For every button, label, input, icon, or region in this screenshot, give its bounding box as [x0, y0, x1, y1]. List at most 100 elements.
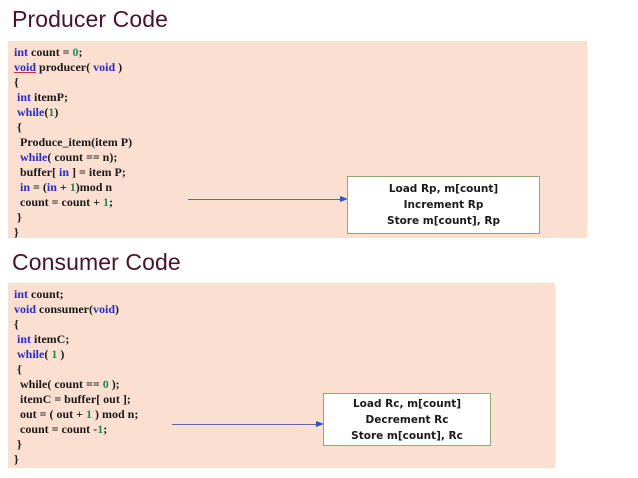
code-token: while [20, 150, 48, 164]
code-token: consumer( [36, 302, 94, 316]
code-token: 1 [86, 407, 93, 421]
code-line: while( count == n); [14, 150, 132, 165]
code-token: void [93, 302, 116, 316]
code-token: count; [28, 287, 64, 301]
code-token: while [17, 347, 45, 361]
code-line: { [14, 75, 132, 90]
consumer-assembly-box: Load Rc, m[count] Decrement Rc Store m[cou… [323, 393, 491, 446]
code-token: ( [44, 105, 49, 119]
code-token: int [17, 332, 32, 346]
consumer-arrow-line [172, 424, 317, 425]
producer-arrow-line [188, 199, 341, 200]
code-token: 1 [97, 422, 104, 436]
code-token: ( count == n); [47, 150, 118, 164]
code-token: void [93, 60, 116, 74]
assembly-instruction-line: Load Rp, m[count] [388, 183, 499, 195]
code-token: in [59, 165, 70, 179]
code-line: } [14, 210, 132, 225]
code-token: } [14, 452, 19, 466]
code-token: buffer[ [14, 165, 59, 179]
code-line: itemC = buffer[ out ]; [14, 392, 138, 407]
consumer-section-title: Consumer Code [12, 249, 181, 275]
code-line: } [14, 452, 138, 467]
code-token: = ( [30, 180, 47, 194]
code-line: count = count + 1; [14, 195, 132, 210]
code-token: ] = item P; [69, 165, 126, 179]
code-token: ( [44, 347, 52, 361]
code-line: int count = 0; [14, 45, 132, 60]
producer-code-listing: int count = 0;void producer( void ){ int… [14, 45, 132, 240]
code-token: int [14, 287, 29, 301]
code-line: while( count == 0 ); [14, 377, 138, 392]
code-token: out = ( out + [14, 407, 87, 421]
consumer-arrow-head [316, 421, 324, 427]
assembly-instruction-line: Store m[count], Rp [387, 215, 500, 227]
code-line: void producer( void ) [14, 60, 132, 75]
code-token: } [14, 225, 19, 239]
code-token: } [14, 210, 22, 224]
code-line: while(1) [14, 105, 132, 120]
code-token: void [14, 60, 37, 74]
code-token: count = count - [14, 422, 98, 436]
code-token: in [20, 180, 31, 194]
code-token: ) [115, 302, 120, 316]
code-line: count = count -1; [14, 422, 138, 437]
code-token: ; [103, 422, 108, 436]
assembly-instruction-line: Decrement Rc [365, 413, 449, 426]
code-token: int [17, 90, 32, 104]
producer-section-title: Producer Code [12, 6, 168, 32]
code-token: Produce_item(item P) [14, 135, 133, 149]
code-line: } [14, 225, 132, 240]
code-token: ) mod n; [92, 407, 139, 421]
code-token: 1 [51, 347, 58, 361]
code-line: int itemP; [14, 90, 132, 105]
code-token: in [46, 180, 57, 194]
code-line: buffer[ in ] = item P; [14, 165, 132, 180]
code-token: producer( [36, 60, 94, 74]
code-token: itemC = buffer[ out ]; [14, 392, 131, 406]
producer-arrow-head [340, 196, 348, 202]
code-token: ) [57, 347, 65, 361]
assembly-instruction-line: Increment Rp [403, 199, 484, 211]
code-line: int count; [14, 287, 138, 302]
assembly-instruction-line: Store m[count], Rc [351, 429, 463, 442]
code-token: itemP; [31, 90, 68, 104]
assembly-instruction-line: Load Rc, m[count] [352, 397, 462, 410]
code-token: int [14, 45, 29, 59]
code-line: while( 1 ) [14, 347, 138, 362]
code-line: int itemC; [14, 332, 138, 347]
code-line: } [14, 437, 138, 452]
code-line: { [14, 317, 138, 332]
code-token: { [14, 362, 22, 376]
code-token: void [14, 302, 37, 316]
code-line: in = (in + 1)mod n [14, 180, 132, 195]
code-token: } [14, 437, 22, 451]
consumer-arrow-icon [172, 420, 324, 429]
code-line: { [14, 362, 138, 377]
code-line: out = ( out + 1 ) mod n; [14, 407, 138, 422]
code-token: while( count == [14, 377, 103, 391]
code-token: ) [54, 105, 59, 119]
code-token: { [14, 75, 19, 89]
code-token: 1 [69, 180, 76, 194]
code-line: void consumer(void) [14, 302, 138, 317]
code-token: { [14, 317, 19, 331]
code-token: + [56, 180, 70, 194]
code-token: )mod n [75, 180, 113, 194]
code-token: ; [109, 195, 114, 209]
code-token: itemC; [31, 332, 70, 346]
producer-assembly-box: Load Rp, m[count] Increment Rp Store m[cou… [347, 176, 540, 234]
code-line: Produce_item(item P) [14, 135, 132, 150]
code-token: count = count + [14, 195, 104, 209]
code-token: 0 [72, 45, 79, 59]
code-token: ; [78, 45, 83, 59]
code-token: while [17, 105, 45, 119]
code-token: ); [108, 377, 120, 391]
code-token: { [14, 120, 22, 134]
code-token: 1 [103, 195, 110, 209]
consumer-code-listing: int count;void consumer(void){ int itemC… [14, 287, 138, 467]
code-token: 1 [48, 105, 55, 119]
code-line: { [14, 120, 132, 135]
code-token: ) [115, 60, 123, 74]
